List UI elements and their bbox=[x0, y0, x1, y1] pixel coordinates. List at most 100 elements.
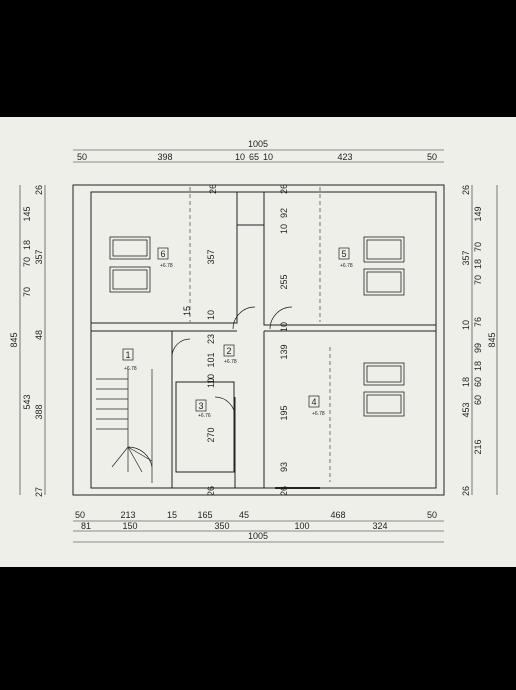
dim-right: 70 bbox=[473, 242, 483, 252]
dim-bottom: 50 bbox=[427, 510, 437, 520]
room-label-3: 3 +6.76 bbox=[195, 399, 211, 419]
svg-text:+6.78: +6.78 bbox=[160, 263, 173, 269]
room-label-1: 1 +6.78 bbox=[122, 348, 137, 372]
dim-left: 48 bbox=[34, 330, 44, 340]
dim-right: 453 bbox=[461, 402, 471, 417]
dim-right: 26 bbox=[461, 185, 471, 195]
dim-right: 18 bbox=[473, 361, 483, 371]
dim-right: 99 bbox=[473, 343, 483, 353]
dim-right: 18 bbox=[473, 259, 483, 269]
dim-bottom: 150 bbox=[122, 521, 137, 531]
dim-right: 26 bbox=[461, 486, 471, 496]
dimension-lines bbox=[19, 149, 498, 543]
stairs bbox=[96, 369, 153, 483]
dim-right: 216 bbox=[473, 439, 483, 454]
dim-bottom: 50 bbox=[75, 510, 85, 520]
room-6-outline bbox=[90, 191, 238, 324]
windows bbox=[109, 236, 405, 417]
dim-bottom: 468 bbox=[330, 510, 345, 520]
dim-interior: 10 bbox=[279, 322, 289, 332]
svg-text:4: 4 bbox=[311, 397, 316, 407]
dim-interior: 270 bbox=[206, 427, 216, 442]
svg-text:3: 3 bbox=[198, 401, 203, 411]
dim-left: 70 bbox=[22, 287, 32, 297]
dim-interior: 26 bbox=[279, 486, 289, 496]
dim-top: 10 bbox=[235, 152, 245, 162]
dim-right-total: 845 bbox=[487, 332, 497, 347]
dim-interior: 10 bbox=[206, 374, 216, 384]
dim-bottom: 81 bbox=[81, 521, 91, 531]
dim-interior: 255 bbox=[279, 274, 289, 289]
svg-text:6: 6 bbox=[160, 249, 165, 259]
dim-right: 70 bbox=[473, 275, 483, 285]
dim-interior: 26 bbox=[206, 486, 216, 496]
dim-interior: 15 bbox=[182, 306, 192, 316]
dim-bottom: 165 bbox=[197, 510, 212, 520]
dim-left-total: 845 bbox=[9, 332, 19, 347]
door-arc-3 bbox=[214, 396, 236, 418]
floor-plan: 1005 50 398 10 65 10 423 50 50 213 15 16… bbox=[9, 139, 498, 543]
dim-bottom: 100 bbox=[294, 521, 309, 531]
door-arc-4 bbox=[171, 338, 191, 358]
room-label-2: 2 +6.78 bbox=[223, 344, 237, 365]
dim-bottom-total: 1005 bbox=[248, 531, 268, 541]
room-5-outline bbox=[263, 191, 437, 326]
room-label-6: 6 +6.78 bbox=[157, 247, 173, 269]
dim-left: 26 bbox=[34, 185, 44, 195]
dim-bottom: 15 bbox=[167, 510, 177, 520]
dim-interior: 357 bbox=[206, 249, 216, 264]
dim-right: 149 bbox=[473, 206, 483, 221]
dim-top-total: 1005 bbox=[248, 139, 268, 149]
dim-interior: 10 bbox=[206, 310, 216, 320]
dim-left: 388 bbox=[34, 404, 44, 419]
dim-top: 50 bbox=[77, 152, 87, 162]
dim-left: 70 bbox=[22, 257, 32, 267]
outer-wall-outer bbox=[72, 184, 445, 496]
dim-bottom: 213 bbox=[120, 510, 135, 520]
dim-left: 18 bbox=[22, 240, 32, 250]
dim-right: 60 bbox=[473, 377, 483, 387]
dim-interior: 101 bbox=[206, 352, 216, 367]
dim-top: 423 bbox=[337, 152, 352, 162]
dim-interior: 10 bbox=[206, 378, 216, 388]
dim-right: 76 bbox=[473, 317, 483, 327]
dim-left: 543 bbox=[22, 394, 32, 409]
dim-bottom: 324 bbox=[372, 521, 387, 531]
dim-right: 18 bbox=[461, 377, 471, 387]
svg-text:+6.78: +6.78 bbox=[312, 411, 325, 417]
dim-left: 27 bbox=[34, 487, 44, 497]
dim-top: 50 bbox=[427, 152, 437, 162]
room-3-outline bbox=[175, 381, 235, 473]
room-label-4: 4 +6.78 bbox=[308, 395, 325, 417]
dim-interior: 26 bbox=[208, 184, 218, 194]
dim-bottom: 350 bbox=[214, 521, 229, 531]
chimney-wall bbox=[236, 192, 264, 226]
dim-interior: 26 bbox=[279, 184, 289, 194]
dim-left: 145 bbox=[22, 206, 32, 221]
room-label-5: 5 +6.78 bbox=[338, 247, 353, 269]
svg-text:1: 1 bbox=[125, 350, 130, 360]
dim-bottom: 45 bbox=[239, 510, 249, 520]
dim-interior: 93 bbox=[279, 462, 289, 472]
drawing-sheet: 1005 50 398 10 65 10 423 50 50 213 15 16… bbox=[0, 117, 516, 567]
dim-interior: 23 bbox=[206, 334, 216, 344]
door-arc-1 bbox=[232, 306, 256, 330]
dim-interior: 92 bbox=[279, 208, 289, 218]
dim-top: 10 bbox=[263, 152, 273, 162]
dim-top: 398 bbox=[157, 152, 172, 162]
svg-text:+6.76: +6.76 bbox=[198, 413, 211, 419]
dim-right: 357 bbox=[461, 250, 471, 265]
svg-text:+6.78: +6.78 bbox=[340, 263, 353, 269]
axis-lines bbox=[189, 187, 331, 482]
dim-right: 10 bbox=[461, 320, 471, 330]
dim-left: 357 bbox=[34, 249, 44, 264]
dim-top: 65 bbox=[249, 152, 259, 162]
door-arc-2 bbox=[269, 306, 293, 330]
svg-text:+6.78: +6.78 bbox=[124, 366, 137, 372]
svg-text:5: 5 bbox=[341, 249, 346, 259]
dim-interior: 195 bbox=[279, 405, 289, 420]
dim-interior: 10 bbox=[279, 224, 289, 234]
svg-text:2: 2 bbox=[226, 346, 231, 356]
svg-text:+6.78: +6.78 bbox=[224, 359, 237, 365]
dim-interior: 139 bbox=[279, 344, 289, 359]
